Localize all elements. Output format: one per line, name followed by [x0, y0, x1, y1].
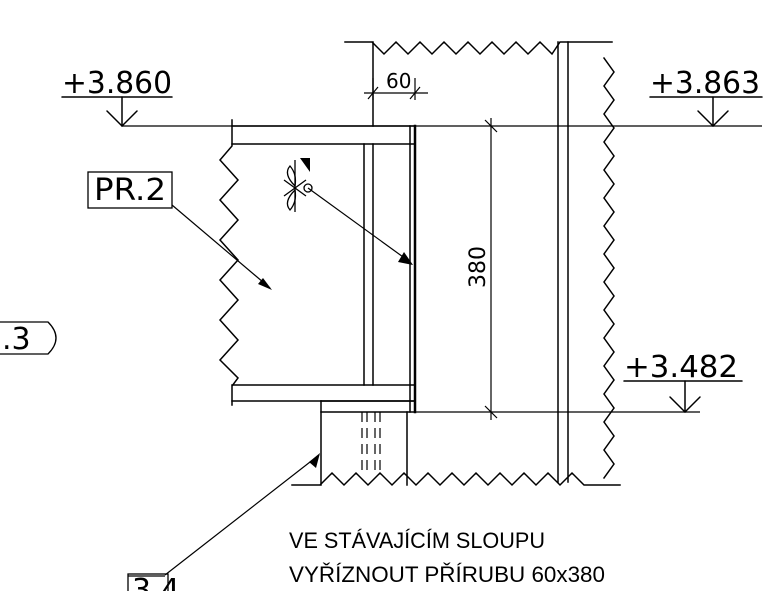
level-top-right: +3.863	[650, 66, 760, 101]
weld-symbol-upper-lobe	[286, 165, 297, 188]
arrowhead-pr2	[258, 278, 272, 290]
dim-380-tick-top	[484, 119, 498, 133]
tag-bottom-box	[127, 573, 169, 591]
dim-60-label: 60	[386, 69, 411, 93]
weld-symbol-lower-lobe	[286, 188, 297, 211]
beam-left-break	[218, 119, 240, 406]
dim-60-tick-left	[367, 86, 379, 100]
dim-380-label: 380	[466, 246, 491, 288]
level-top-left: +3.860	[62, 66, 172, 101]
tag-left-box	[0, 321, 57, 355]
weld-symbol-icon	[303, 183, 313, 193]
column-top-break	[344, 40, 613, 56]
weld-symbol-cross-2	[283, 179, 307, 197]
tag-pr2-box	[87, 171, 173, 209]
level-bottom-right: +3.482	[624, 350, 738, 385]
tag-pr2-label: PR.2	[94, 173, 166, 208]
column-bottom-break	[291, 471, 621, 487]
column-right-break	[602, 56, 615, 480]
arrowhead-bottom-tag	[309, 453, 320, 468]
arrowhead-weld	[398, 252, 413, 265]
note-line-1: VE STÁVAJÍCÍM SLOUPU	[289, 528, 545, 553]
weld-flag-icon	[300, 158, 310, 172]
dim-380-tick-bottom	[484, 405, 498, 419]
tag-bottom-label: 3.4	[132, 573, 180, 591]
leader-bottom-tag	[164, 454, 320, 576]
leader-weld	[307, 187, 411, 263]
leader-pr2	[171, 204, 271, 289]
note-line-2: VYŘÍZNOUT PŘÍRUBU 60x380	[289, 562, 605, 587]
dim-60-tick-right	[409, 86, 421, 100]
tag-left-label: .3	[2, 322, 31, 357]
